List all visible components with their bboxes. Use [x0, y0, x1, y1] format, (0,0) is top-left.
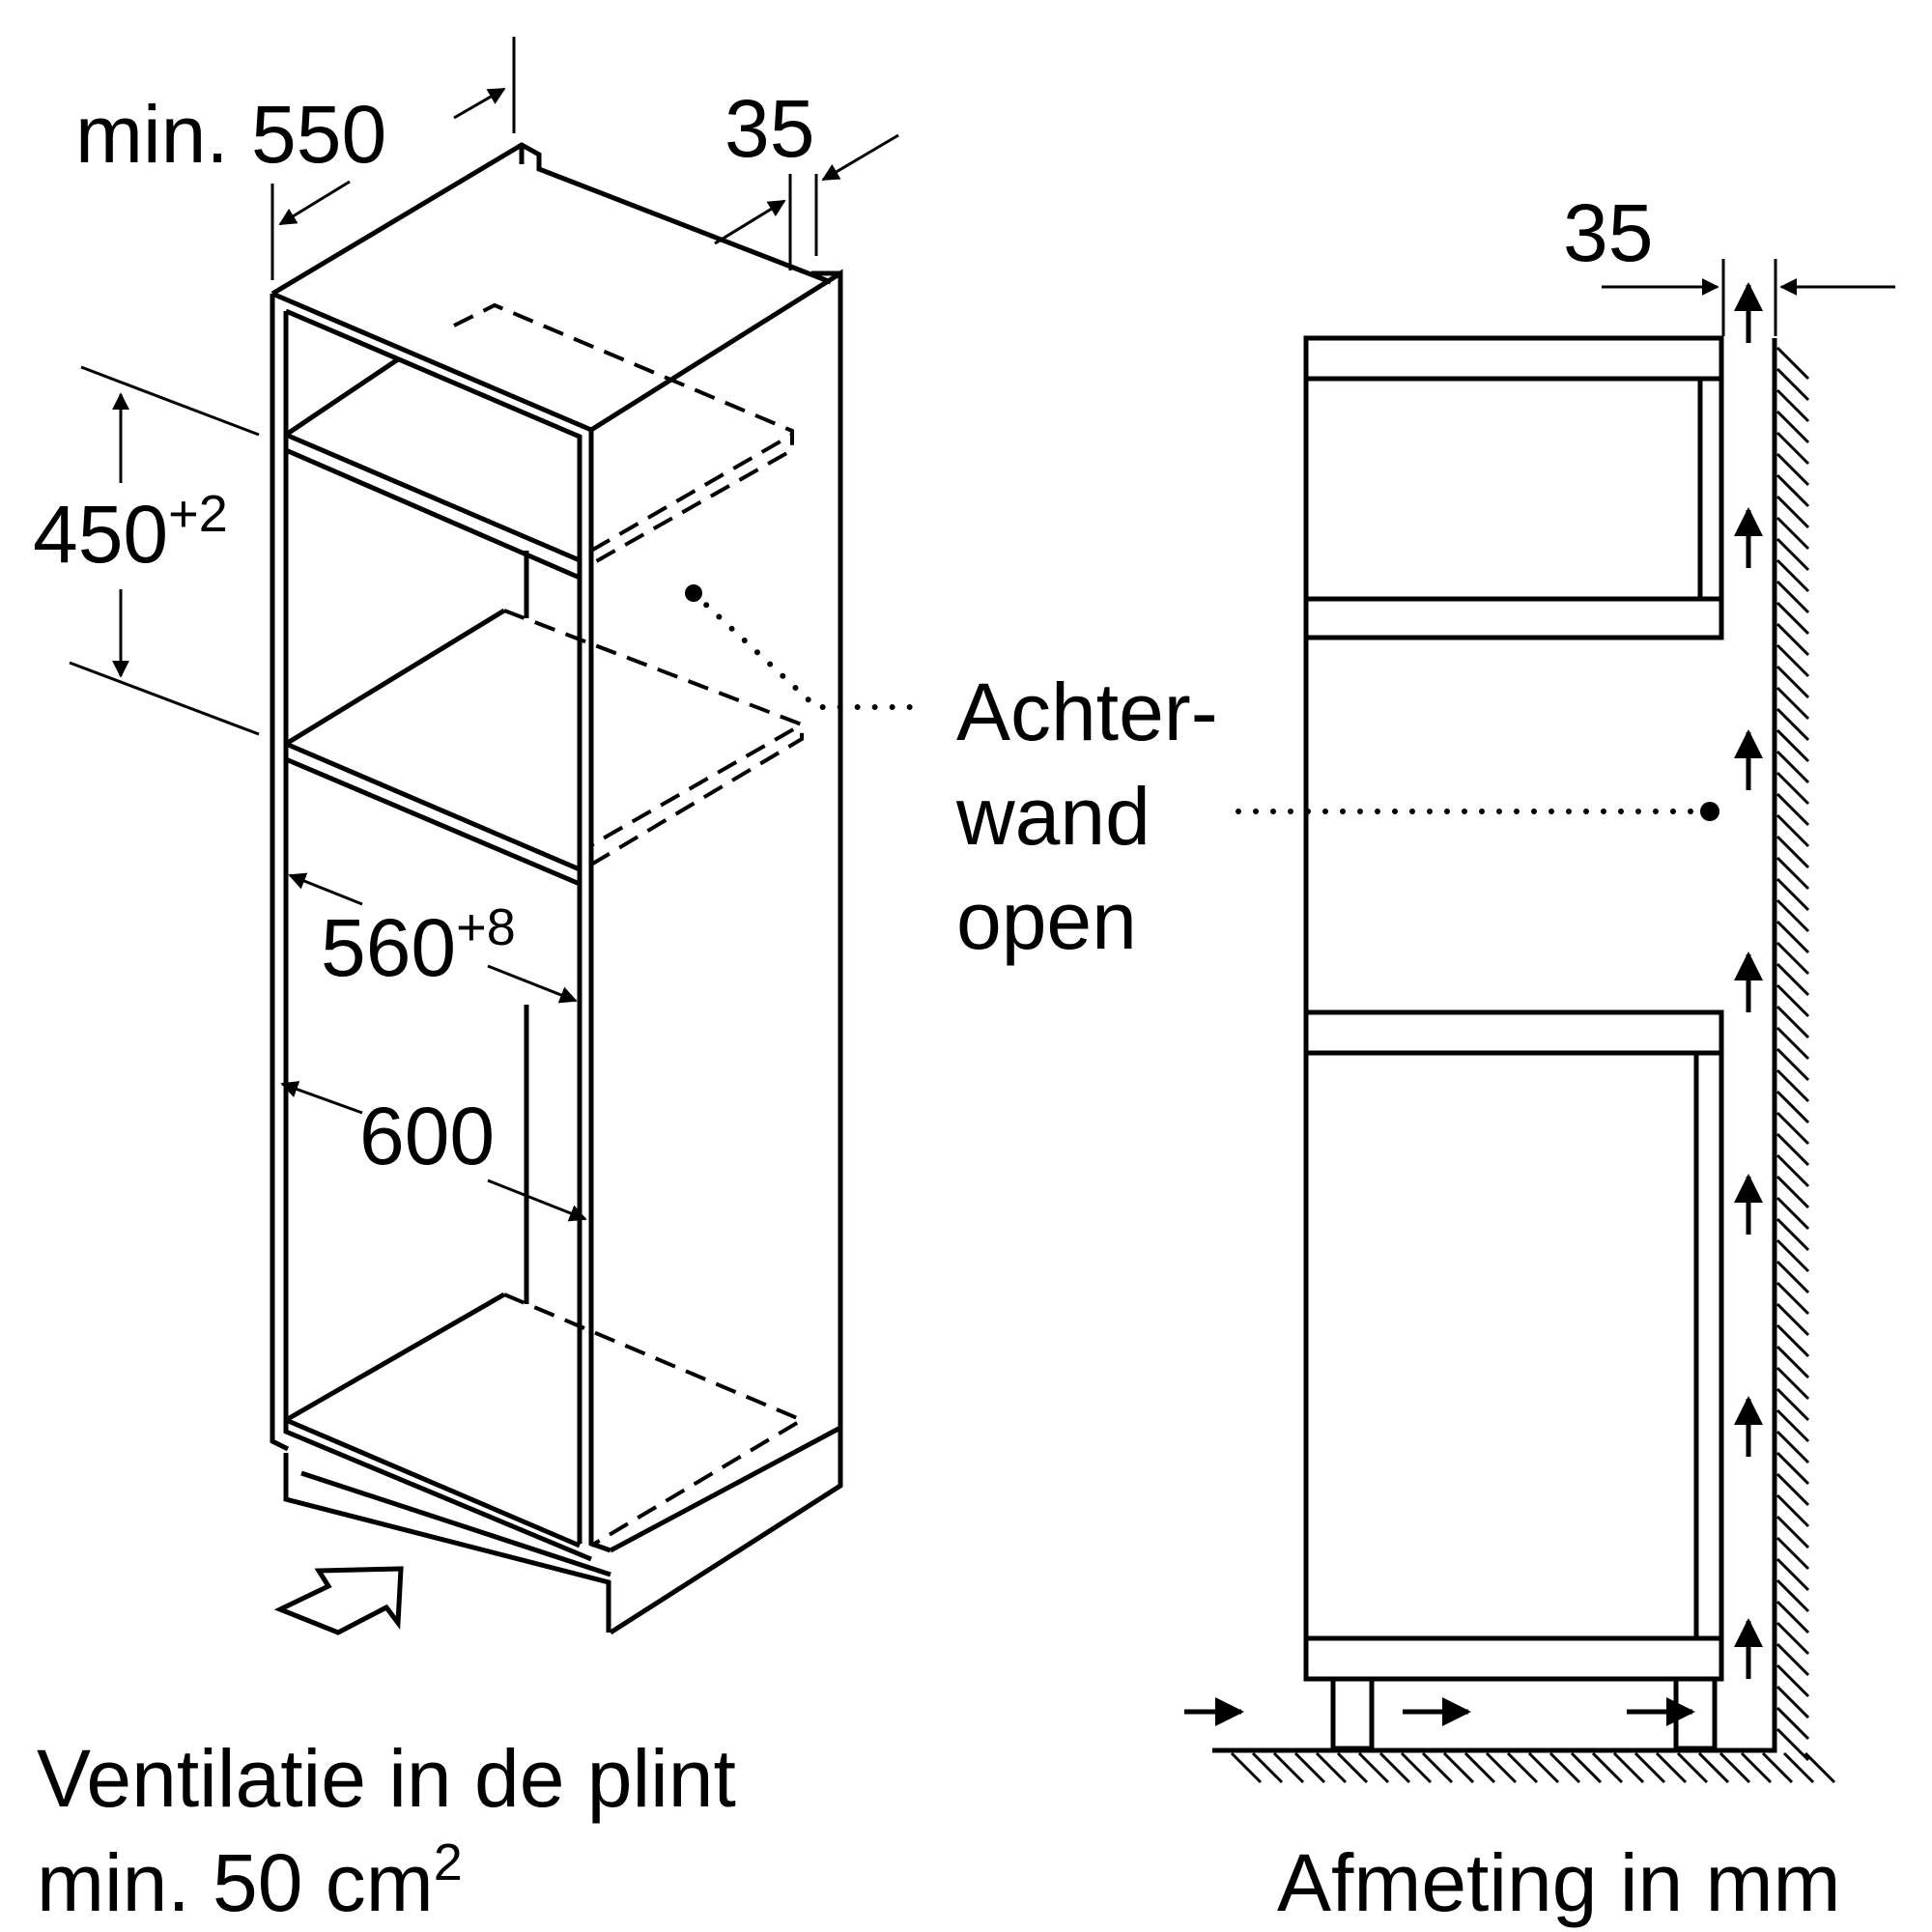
air-inlet-arrow-icon — [273, 1566, 404, 1635]
cabinet-isometric — [270, 142, 843, 1635]
depth-label: min. 550 — [75, 89, 386, 180]
ventilation-area-exponent: 2 — [434, 1833, 463, 1891]
back-wall-line-3: open — [956, 875, 1137, 966]
outer-width-label: 600 — [359, 1091, 495, 1181]
back-wall-leaders — [685, 584, 1719, 821]
back-wall-line-2: wand — [955, 771, 1151, 862]
inner-width-tolerance: +8 — [456, 898, 516, 956]
side-section — [1303, 335, 1724, 1751]
gap-left-label: 35 — [724, 83, 814, 174]
dimension-35-right — [1602, 259, 1895, 336]
units-note: Afmeting in mm — [1277, 1837, 1841, 1928]
ventilation-line-1: Ventilatie in de plint — [37, 1733, 736, 1824]
niche-height-value: 450 — [33, 489, 168, 580]
ventilation-area: min. 50 cm — [37, 1837, 434, 1928]
wall-and-floor — [1212, 338, 1836, 1784]
niche-height-label: 450+2 — [33, 485, 228, 580]
niche-height-tolerance: +2 — [168, 485, 228, 543]
inner-width-label: 560+8 — [321, 898, 516, 993]
airflow-arrows — [1184, 282, 1763, 1726]
back-wall-line-1: Achter- — [956, 667, 1218, 757]
dimension-lines-left — [69, 37, 899, 1222]
gap-right-label: 35 — [1563, 187, 1653, 278]
ventilation-line-2: min. 50 cm2 — [37, 1833, 463, 1928]
inner-width-value: 560 — [321, 902, 456, 993]
